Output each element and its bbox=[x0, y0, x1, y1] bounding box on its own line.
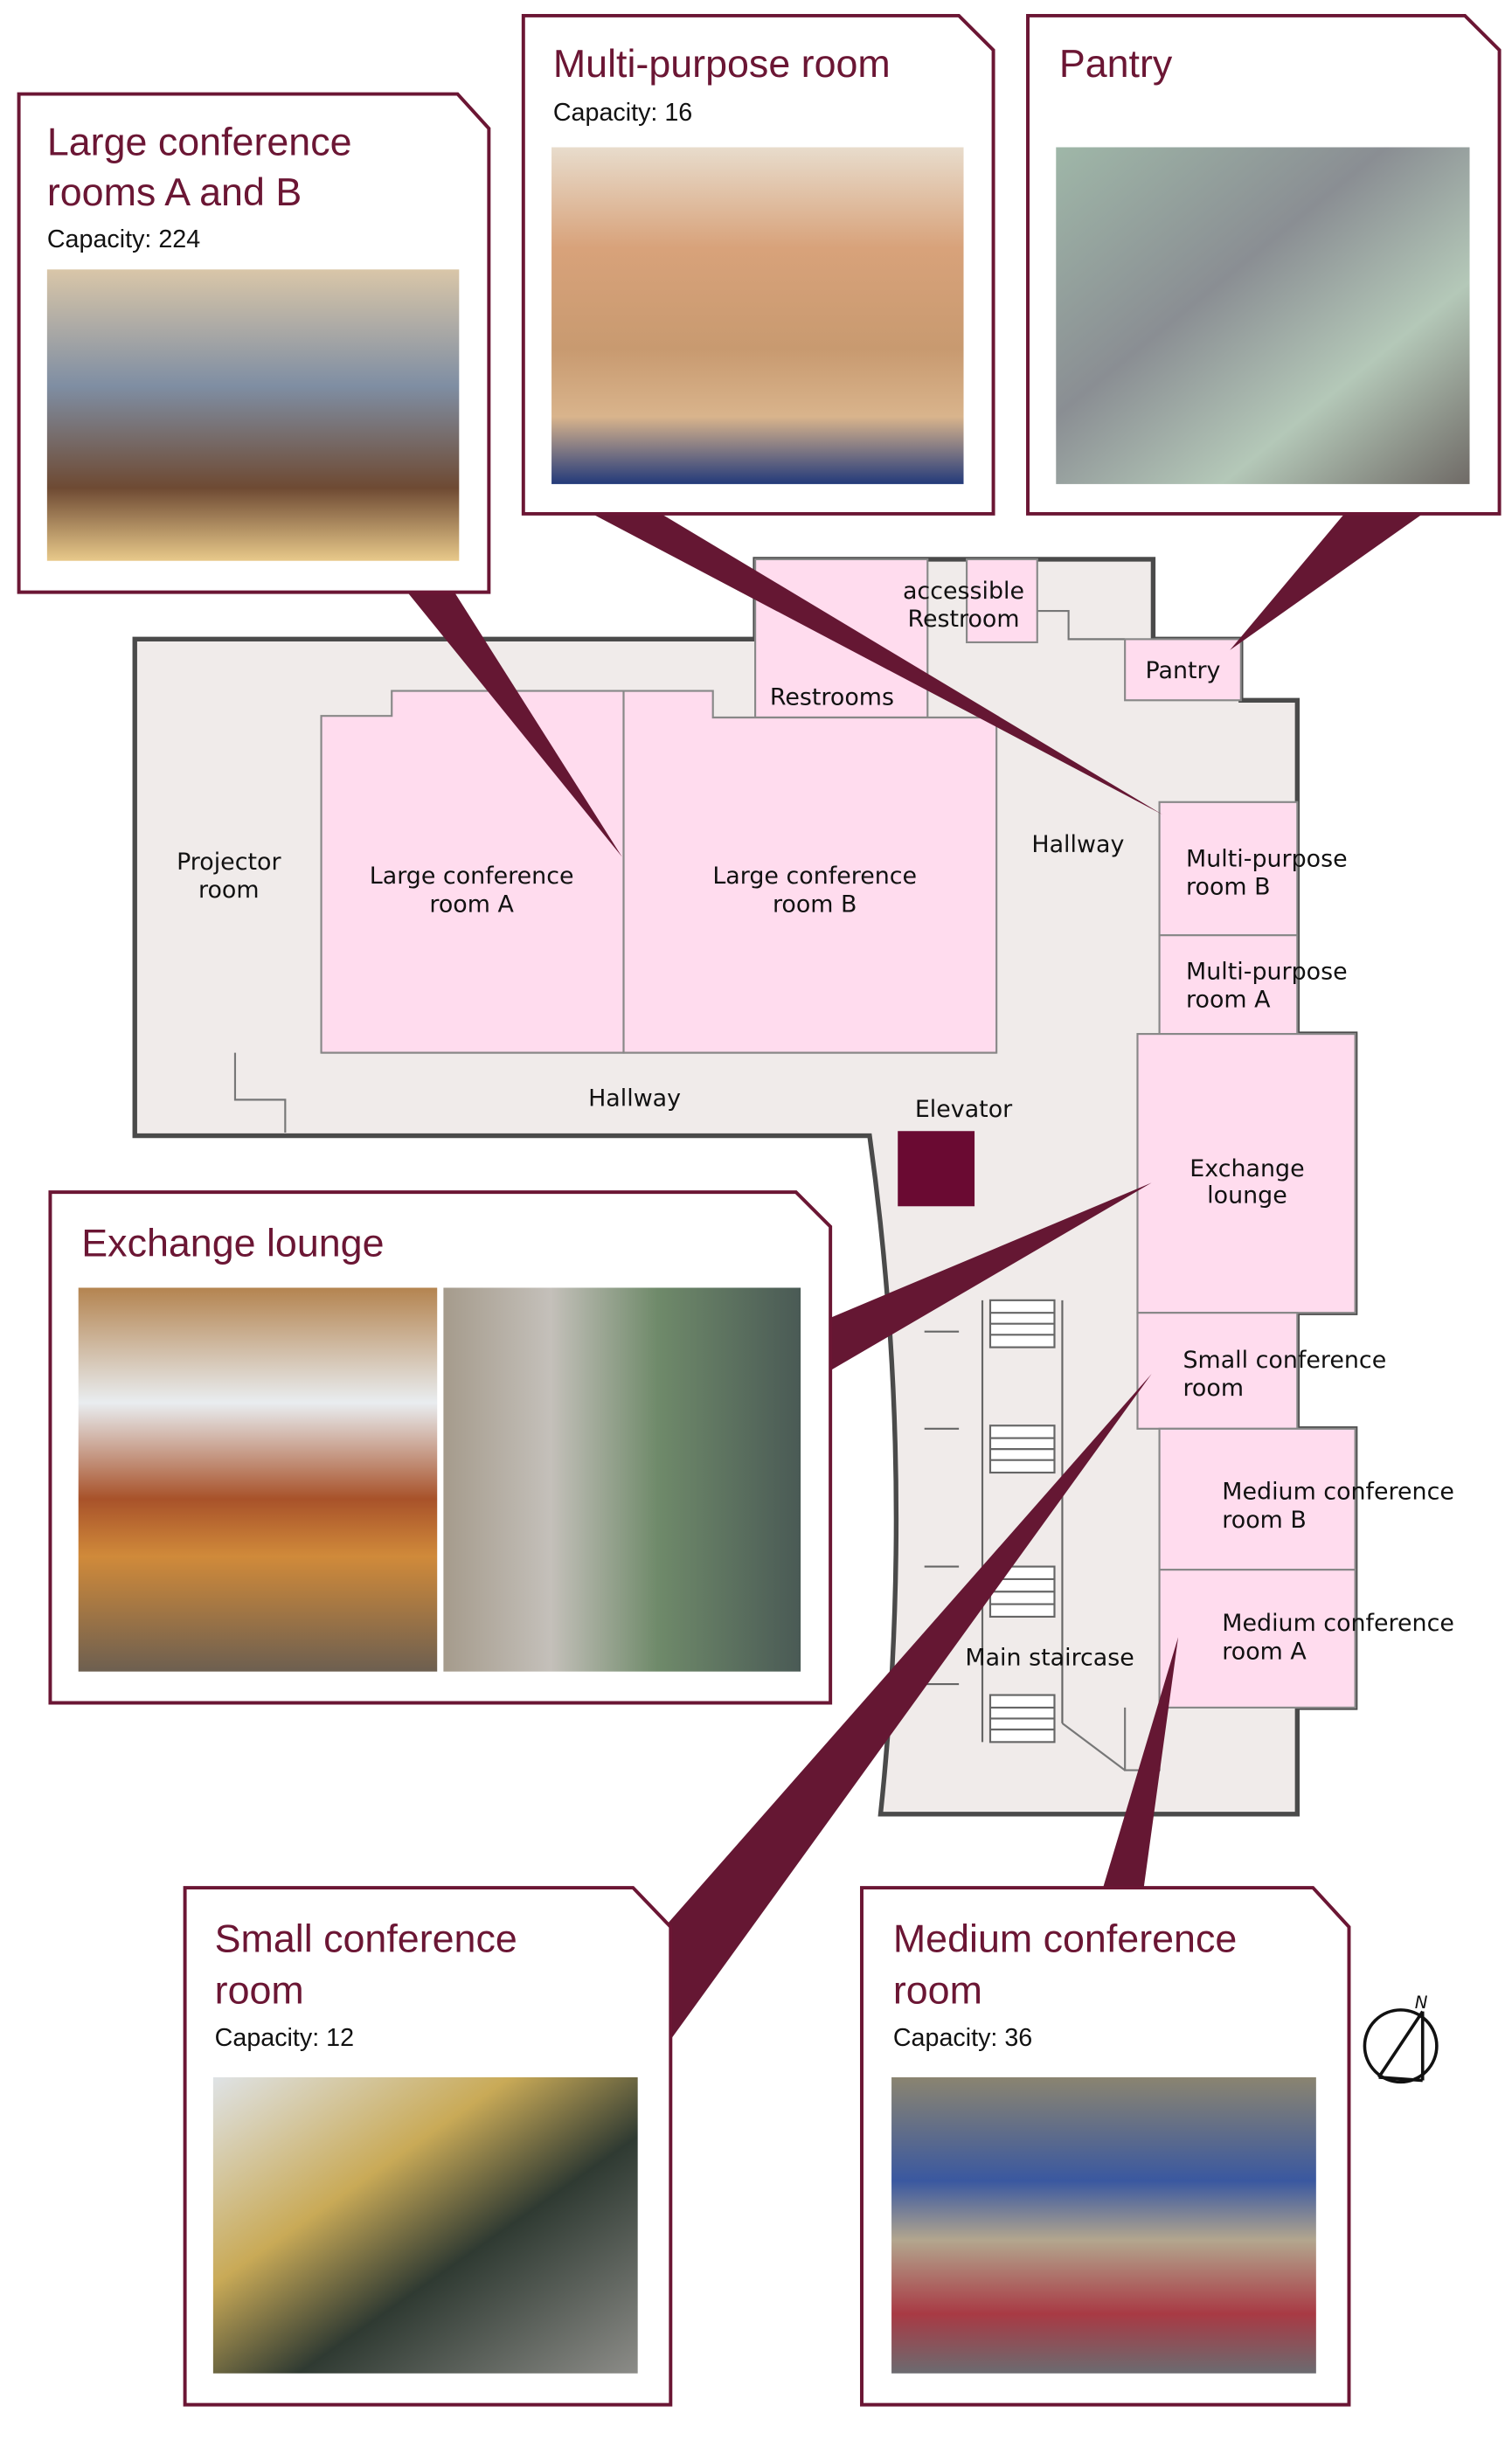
label-projector-room: room bbox=[198, 877, 260, 904]
pointer-exchange bbox=[827, 1182, 1152, 1373]
label-small-1: Small conference bbox=[1183, 1347, 1386, 1374]
card-title: Multi-purpose room bbox=[553, 42, 891, 86]
label-staircase: Main staircase bbox=[965, 1645, 1134, 1672]
label-exchange-2: lounge bbox=[1207, 1182, 1287, 1210]
exchange-lounge-photo bbox=[78, 1287, 438, 1672]
card-title: Medium conference bbox=[893, 1917, 1237, 1961]
compass-icon: N bbox=[1363, 1993, 1439, 2084]
card-capacity: Capacity: 12 bbox=[215, 2024, 354, 2052]
card-title: room bbox=[215, 1969, 304, 2013]
multi-purpose-photo bbox=[551, 147, 964, 484]
medium-conference-room-a bbox=[1158, 1569, 1356, 1709]
label-large-b-1: Large conference bbox=[712, 863, 917, 890]
label-medium-a-1: Medium conference bbox=[1222, 1610, 1454, 1637]
card-title: Large conference bbox=[47, 120, 352, 163]
multi-purpose-room-a bbox=[1158, 934, 1299, 1036]
card-title: Small conference bbox=[215, 1917, 517, 1961]
label-large-a-1: Large conference bbox=[370, 863, 574, 890]
card-title: room bbox=[893, 1969, 982, 2013]
pantry-room bbox=[1124, 638, 1242, 702]
label-accessible-restroom: Restroom bbox=[907, 606, 1019, 633]
accessible-restroom-room bbox=[966, 558, 1038, 644]
label-large-b-2: room B bbox=[773, 891, 857, 918]
card-title: rooms A and B bbox=[47, 170, 302, 214]
card-small-conference: Small conference room Capacity: 12 bbox=[183, 1886, 673, 2407]
label-restrooms: Restrooms bbox=[770, 684, 894, 711]
label-medium-b-1: Medium conference bbox=[1222, 1478, 1454, 1505]
multi-purpose-room-b bbox=[1158, 801, 1299, 937]
card-large-conference: Large conference rooms A and B Capacity:… bbox=[17, 92, 491, 594]
label-projector: Projector bbox=[177, 849, 281, 876]
card-multi-purpose: Multi-purpose room Capacity: 16 bbox=[521, 13, 995, 516]
pointer-pantry bbox=[1230, 513, 1423, 650]
compass-north-label: N bbox=[1415, 1993, 1428, 2013]
card-title: Pantry bbox=[1059, 42, 1173, 86]
card-capacity: Capacity: 16 bbox=[553, 99, 692, 127]
small-conference-photo bbox=[212, 2076, 638, 2374]
card-capacity: Capacity: 224 bbox=[47, 225, 200, 253]
card-exchange-lounge: Exchange lounge bbox=[48, 1190, 833, 1705]
label-hallway-right: Hallway bbox=[1031, 831, 1124, 858]
label-small-2: room bbox=[1183, 1375, 1244, 1402]
card-medium-conference: Medium conference room Capacity: 36 bbox=[860, 1886, 1351, 2407]
elevator-icon bbox=[898, 1131, 975, 1207]
label-multi-b-2: room B bbox=[1186, 874, 1271, 901]
label-exchange-1: Exchange bbox=[1189, 1155, 1304, 1182]
card-title: Exchange lounge bbox=[81, 1222, 384, 1265]
large-conference-photo bbox=[46, 269, 460, 561]
label-multi-a-1: Multi-purpose bbox=[1186, 958, 1348, 985]
label-hallway-bottom: Hallway bbox=[588, 1085, 681, 1113]
pantry-photo bbox=[1056, 147, 1470, 484]
label-multi-b-1: Multi-purpose bbox=[1186, 845, 1348, 872]
exchange-lounge-room bbox=[1136, 1033, 1356, 1314]
label-large-a-2: room A bbox=[429, 891, 514, 918]
label-pantry: Pantry bbox=[1145, 657, 1220, 684]
card-pantry: Pantry bbox=[1026, 13, 1502, 516]
label-medium-b-2: room B bbox=[1222, 1507, 1307, 1534]
exchange-lounge-photo bbox=[443, 1287, 801, 1672]
pointer-small bbox=[667, 1374, 1152, 2040]
label-accessible: accessible bbox=[903, 578, 1024, 605]
small-conference-room bbox=[1136, 1312, 1299, 1430]
label-medium-a-2: room A bbox=[1222, 1638, 1307, 1665]
label-multi-a-2: room A bbox=[1186, 987, 1271, 1014]
medium-conference-photo bbox=[891, 2076, 1316, 2374]
pointer-medium bbox=[1103, 1637, 1179, 1889]
room-labels: accessible Restroom Restrooms Pantry Pro… bbox=[177, 578, 1454, 1672]
main-staircase bbox=[924, 1299, 1064, 1743]
card-capacity: Capacity: 36 bbox=[893, 2024, 1032, 2052]
label-elevator: Elevator bbox=[915, 1096, 1013, 1123]
